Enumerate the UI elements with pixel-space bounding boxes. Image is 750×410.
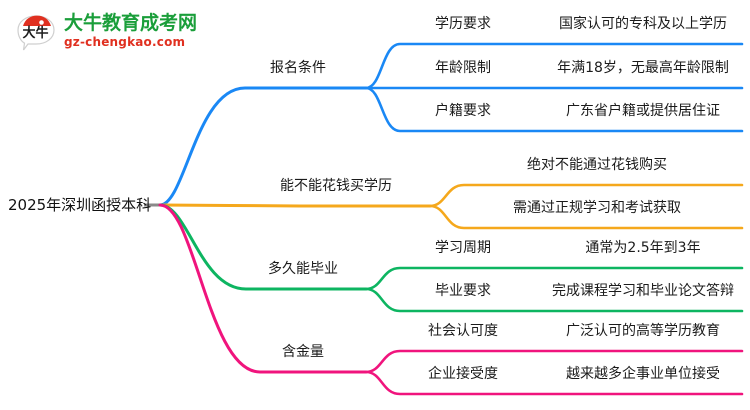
sub-line-green-1 bbox=[364, 266, 744, 291]
root-node-label[interactable]: 2025年深圳函授本科 bbox=[8, 196, 152, 214]
svg-text:大牛: 大牛 bbox=[22, 25, 48, 41]
node-l2-maixueli[interactable]: 能不能花钱买学历 bbox=[280, 178, 392, 194]
node-l3-label-huji[interactable]: 户籍要求 bbox=[435, 103, 491, 119]
node-l3-label-biyeyaoqiu[interactable]: 毕业要求 bbox=[435, 283, 491, 299]
node-l3-label-shehui[interactable]: 社会认可度 bbox=[428, 323, 498, 339]
logo-mark-icon: 大牛 bbox=[14, 13, 58, 53]
node-l2-baomingtiaojian[interactable]: 报名条件 bbox=[270, 60, 326, 76]
branch-line-pink bbox=[158, 203, 368, 374]
node-l3-value-zhouqi[interactable]: 通常为2.5年到3年 bbox=[585, 240, 701, 256]
site-logo[interactable]: 大牛 大牛教育成考网 gz-chengkao.com bbox=[14, 12, 234, 54]
node-l3-value-shehui[interactable]: 广泛认可的高等学历教育 bbox=[566, 323, 720, 339]
node-l3-value-biyeyaoqiu[interactable]: 完成课程学习和毕业论文答辩 bbox=[552, 283, 734, 299]
sub-line-pink-1 bbox=[364, 349, 744, 374]
branch-line-orange bbox=[158, 203, 432, 208]
node-l3-value-maixueli-1[interactable]: 绝对不能通过花钱购买 bbox=[527, 157, 667, 173]
sub-line-green-2 bbox=[364, 287, 744, 313]
node-l3-value-xueli[interactable]: 国家认可的专科及以上学历 bbox=[559, 16, 727, 32]
node-l2-hanjinliang[interactable]: 含金量 bbox=[282, 344, 324, 360]
node-l3-label-zhouqi[interactable]: 学习周期 bbox=[435, 240, 491, 256]
logo-wordmark: 大牛教育成考网 gz-chengkao.com bbox=[64, 12, 234, 54]
node-l3-label-qiye[interactable]: 企业接受度 bbox=[428, 366, 498, 382]
node-l3-value-huji[interactable]: 广东省户籍或提供居住证 bbox=[566, 103, 720, 119]
sub-line-blue-1 bbox=[364, 42, 744, 90]
logo-domain: gz-chengkao.com bbox=[64, 35, 186, 49]
node-l3-value-qiye[interactable]: 越来越多企事业单位接受 bbox=[566, 366, 720, 382]
sub-line-blue-3 bbox=[364, 86, 744, 133]
logo-site-name: 大牛教育成考网 bbox=[64, 12, 198, 34]
node-l3-value-nianling[interactable]: 年满18岁，无最高年龄限制 bbox=[557, 60, 729, 76]
sub-line-pink-2 bbox=[364, 370, 744, 396]
sub-line-orange-2 bbox=[428, 204, 744, 230]
branch-line-blue bbox=[158, 86, 368, 207]
node-l3-label-xueli[interactable]: 学历要求 bbox=[435, 16, 491, 32]
node-l3-value-maixueli-2[interactable]: 需通过正规学习和考试获取 bbox=[513, 200, 681, 216]
node-l3-label-nianling[interactable]: 年龄限制 bbox=[435, 60, 491, 76]
sub-line-orange-1 bbox=[428, 183, 744, 208]
node-l2-biye[interactable]: 多久能毕业 bbox=[268, 261, 338, 277]
